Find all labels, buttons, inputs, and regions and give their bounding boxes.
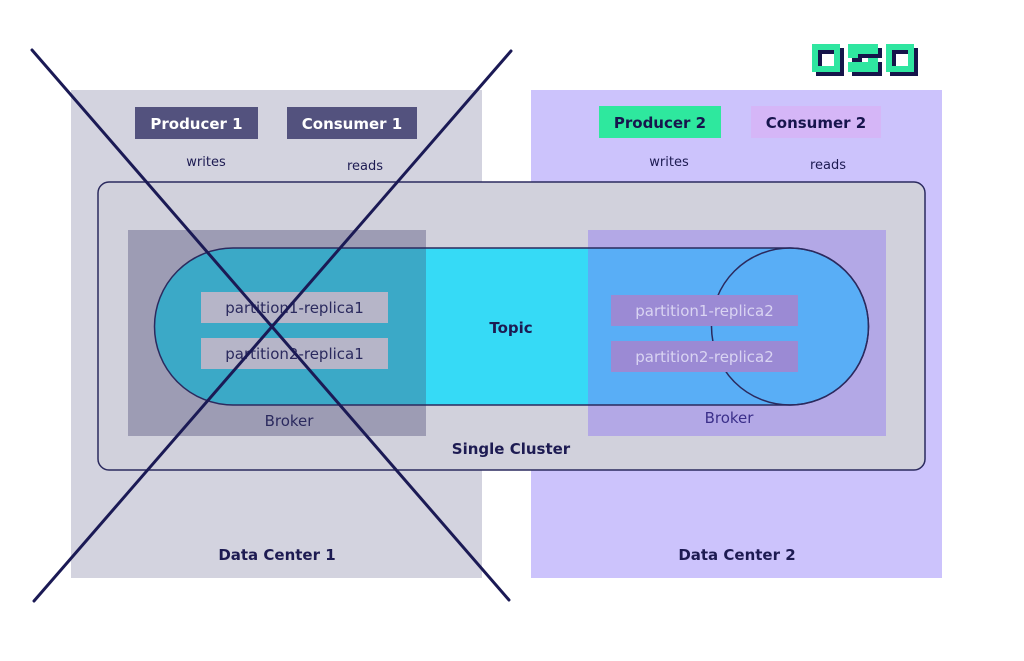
topic-label: Topic bbox=[489, 319, 532, 337]
failure-cross-icon bbox=[30, 48, 513, 603]
partition-box bbox=[611, 341, 798, 372]
oso-logo bbox=[812, 44, 918, 76]
data-center-1-label: Data Center 1 bbox=[218, 546, 335, 564]
producer-2-box bbox=[599, 106, 721, 138]
single-cluster-label: Single Cluster bbox=[452, 440, 571, 458]
producer-2-label: Producer 2 bbox=[614, 114, 706, 132]
topic-end-circle bbox=[710, 247, 870, 406]
producer-1-box bbox=[135, 107, 258, 139]
broker-1-label: Broker bbox=[265, 412, 315, 430]
producer-1-action: writes bbox=[186, 155, 226, 170]
consumer-1-action: reads bbox=[347, 159, 383, 174]
partition-label: partition2-replica2 bbox=[635, 348, 774, 366]
consumer-2-box bbox=[751, 106, 881, 138]
partition-label: partition1-replica2 bbox=[635, 302, 774, 320]
consumer-2-label: Consumer 2 bbox=[766, 114, 866, 132]
consumer-1-label: Consumer 1 bbox=[302, 115, 402, 133]
partition-box bbox=[611, 295, 798, 326]
producer-1-label: Producer 1 bbox=[150, 115, 242, 133]
data-center-2-label: Data Center 2 bbox=[678, 546, 795, 564]
partition-box bbox=[201, 292, 388, 323]
producer-2-action: writes bbox=[649, 155, 689, 170]
broker-2-label: Broker bbox=[705, 409, 755, 427]
consumer-2-action: reads bbox=[810, 158, 846, 173]
consumer-1-box bbox=[287, 107, 417, 139]
